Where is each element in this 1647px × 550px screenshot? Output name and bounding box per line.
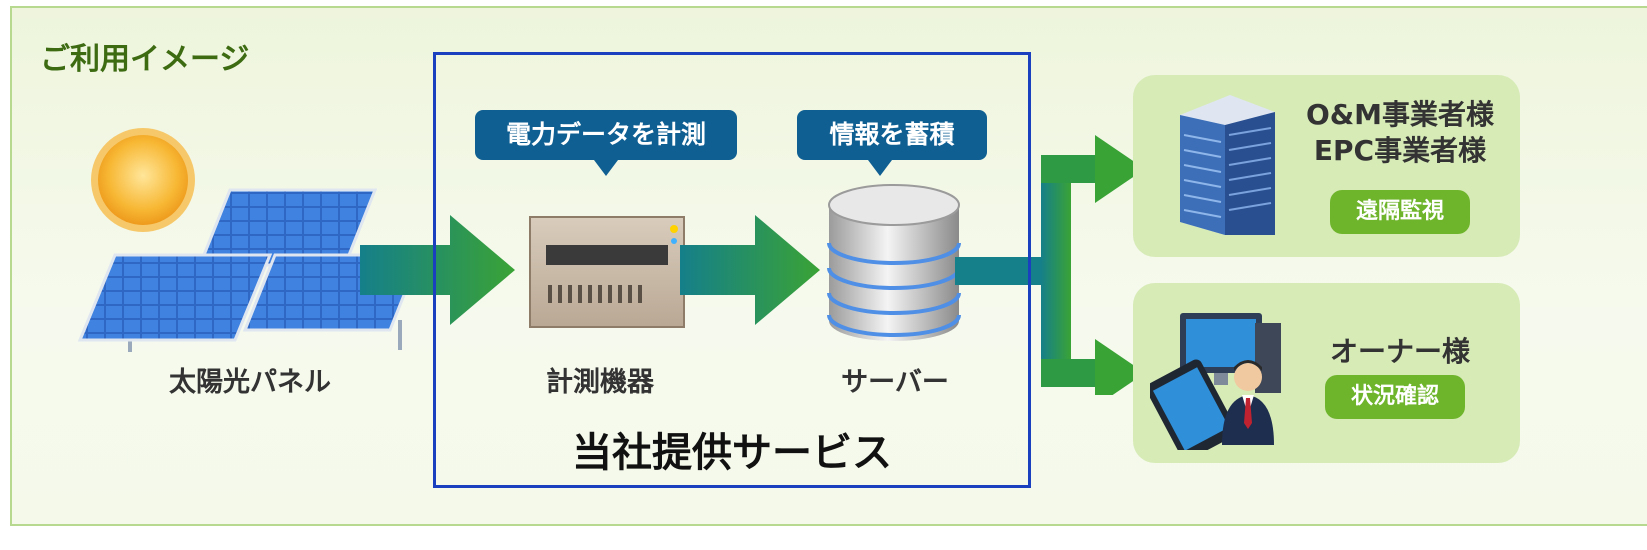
bubble-store: 情報を蓄積	[797, 110, 987, 160]
server-database-icon	[827, 184, 961, 341]
tag-remote-monitoring: 遠隔監視	[1330, 190, 1470, 234]
label-solar-panel: 太陽光パネル	[169, 367, 331, 398]
om-operator-name: O&M事業者様	[1305, 98, 1495, 131]
provider-service-box	[433, 52, 1031, 488]
tag-status-check: 状況確認	[1325, 375, 1465, 419]
bubble-measure-tail	[594, 160, 618, 176]
epc-operator-name: EPC事業者様	[1313, 134, 1487, 167]
bubble-store-tail	[868, 160, 892, 176]
sun-icon	[91, 128, 195, 232]
owner-name: オーナー様	[1329, 335, 1470, 368]
arrow-meter-to-server	[680, 215, 820, 325]
measuring-device-icon	[529, 216, 685, 328]
label-measuring-device: 計測機器	[546, 367, 654, 398]
provider-service-label: 当社提供サービス	[572, 430, 892, 476]
bubble-measure: 電力データを計測	[475, 110, 737, 160]
label-server: サーバー	[841, 367, 949, 398]
arrow-solar-to-meter	[360, 215, 515, 325]
building-icon	[1180, 95, 1275, 235]
diagram-title: ご利用イメージ	[40, 42, 250, 77]
owner-devices-icon	[1150, 313, 1281, 450]
